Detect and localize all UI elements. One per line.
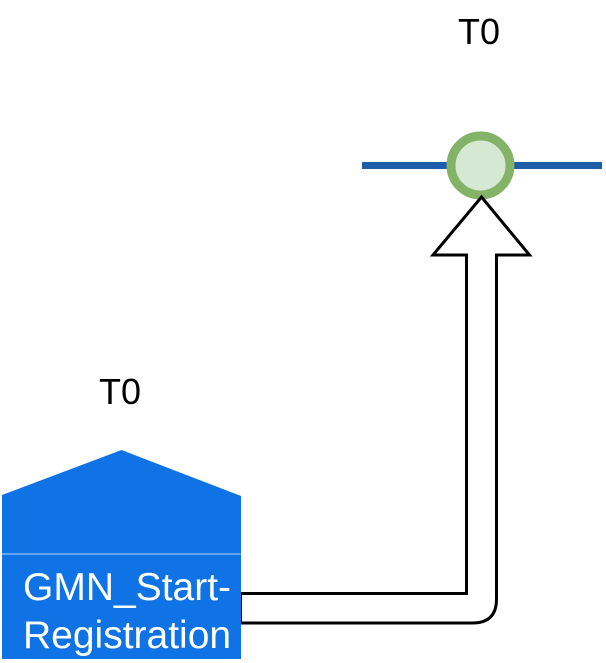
t0-label-top: T0 xyxy=(458,11,501,52)
event-circle xyxy=(446,131,515,200)
start-block-label-line1: GMN_Start- xyxy=(23,566,232,609)
t0-label-bottom: T0 xyxy=(99,371,142,412)
start-block-label: GMN_Start- Registration xyxy=(23,564,231,660)
flow-arrow xyxy=(239,194,533,625)
start-block-label-line2: Registration xyxy=(23,614,232,657)
